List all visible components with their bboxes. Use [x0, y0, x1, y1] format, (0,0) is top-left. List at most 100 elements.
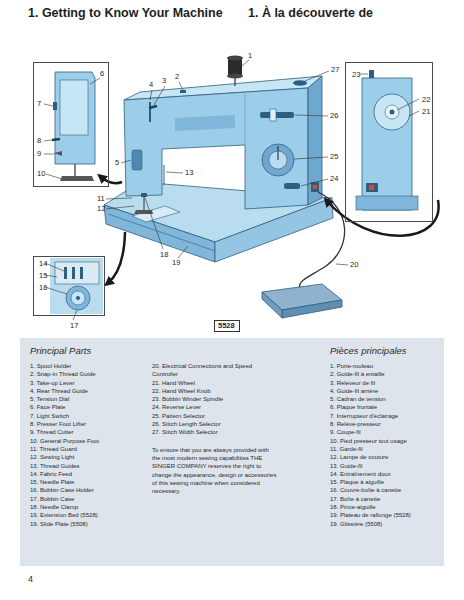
pattern-dial	[262, 144, 294, 176]
leader-line	[121, 160, 131, 163]
label-holder: 2. Guide-fil à entaille	[330, 370, 440, 378]
title-anchor: 1. Getting to Know Your Machine	[28, 6, 223, 21]
callout-number: 12	[97, 205, 105, 213]
part-list-item: 2. Guide-fil à entaille	[330, 370, 440, 378]
label-holder: 3. Releveur de fil	[330, 379, 440, 387]
callout-number: 3	[162, 77, 166, 85]
part-list-item: 19. Extension Bed (5528)	[30, 511, 148, 519]
part-list-item: 19. Slide Plate (5508)	[30, 520, 148, 528]
label-holder: 10. General Purpose Foot	[30, 437, 148, 445]
label-holder: 17. Boîte à canette	[330, 495, 440, 503]
label-holder: 23. Bobbin Winder Spindle	[152, 395, 277, 403]
callout-number: 19	[172, 259, 180, 267]
needle	[144, 196, 145, 211]
callout-number: 24	[330, 175, 338, 183]
label-holder: To ensure that you are always provided w…	[152, 446, 277, 496]
power-socket	[366, 183, 378, 192]
label-holder: 15. Needle Plate	[30, 478, 148, 486]
label-holder: 19. Extension Bed (5528)	[30, 511, 148, 519]
thread-guide	[164, 165, 165, 185]
leader-line	[409, 111, 419, 116]
label-holder: 6. Face Plate	[30, 403, 148, 411]
leader-lines	[44, 78, 100, 179]
leader-line	[154, 86, 165, 105]
part-list-item: 26. Stitch Length Selector	[152, 420, 277, 428]
label-holder: Pièces principales	[330, 345, 407, 356]
part-list-item: 24. Reverse Lever	[152, 403, 277, 411]
part-list-item: 1. Porte-rouleau	[330, 362, 440, 370]
callout-number: 2	[175, 73, 179, 81]
text-holder: 17	[70, 322, 78, 330]
inset-frame: 14151617	[33, 256, 105, 316]
part-list-item: 7. Light Switch	[30, 412, 148, 420]
label-holder: 3. Take-up Lever	[30, 379, 148, 387]
note-text: To ensure that you are always provided w…	[152, 446, 277, 496]
knob-center	[390, 110, 395, 115]
callout-number: 1	[248, 52, 252, 60]
text-holder: 8	[37, 137, 41, 145]
label-holder: 18. Needle Clamp	[30, 503, 148, 511]
text-holder: 15	[39, 272, 47, 280]
bed-side	[215, 198, 333, 262]
part-list-item: 19. Plateau de rallonge (5528)	[330, 511, 440, 519]
part-list-item: 25. Pattern Selector	[152, 412, 277, 420]
label-holder: 8. Presser Foot Lifter	[30, 420, 148, 428]
part-list-item: 2. Snap-in Thread Guide	[30, 370, 148, 378]
label-holder: 13. Thread Guides	[30, 462, 148, 470]
part-list-item: 9. Thread Cutter	[30, 428, 148, 436]
leader-line	[178, 246, 188, 258]
dial-pointer	[277, 146, 278, 160]
bobbin-winder	[369, 70, 374, 78]
label-holder: 13	[185, 169, 193, 177]
part-list-item: 4. Guide-fil arrière	[330, 387, 440, 395]
label-holder: 25. Pattern Selector	[152, 412, 277, 420]
leader-line	[360, 74, 368, 75]
width-knob	[293, 80, 307, 86]
label-holder: 4. Rear Thread Guide	[30, 387, 148, 395]
leader-line	[305, 71, 329, 81]
head-side-view	[55, 72, 95, 164]
view-arrow	[327, 200, 439, 236]
part-list-item: 12. Lampe de couture	[330, 453, 440, 461]
leader-lines	[360, 74, 419, 116]
label-holder: 24. Reverse Lever	[152, 403, 277, 411]
leader-line	[73, 310, 77, 320]
callout-number: 6	[100, 70, 104, 78]
label-holder: 11. Thread Guard	[30, 445, 148, 453]
part-list-item: 9. Coupe-fil	[330, 428, 440, 436]
callout-number: 17	[70, 322, 78, 330]
length-knob	[270, 109, 276, 121]
hand-wheel	[374, 94, 410, 130]
label-holder: 12. Sewing Light	[30, 453, 148, 461]
reverse-lever	[284, 183, 300, 189]
part-list-item: 23. Bobbin Winder Spindle	[152, 395, 277, 403]
leader-line	[166, 172, 183, 173]
feed-dog	[64, 267, 67, 279]
view-arrow	[101, 177, 122, 183]
label-holder: 20. Electrical Connections and Speed Con…	[152, 362, 277, 379]
model-number-box: 5528	[214, 320, 240, 332]
callout-number: 5	[115, 159, 119, 167]
callout-number: 16	[39, 284, 47, 292]
inset-frame: 232221	[345, 62, 433, 222]
page-title: 1. Getting to Know Your Machine	[28, 6, 223, 21]
part-list-item: 11. Garde-fil	[330, 445, 440, 453]
label-holder: 14. Entraînement doux	[330, 470, 440, 478]
leader-line	[242, 60, 249, 66]
label-holder: 1. Porte-rouleau	[330, 362, 440, 370]
leader-line	[45, 287, 67, 294]
presser-foot	[60, 176, 94, 181]
part-list-item: 6. Plaque frontale	[330, 403, 440, 411]
feed-dog	[72, 267, 75, 279]
light-switch	[53, 102, 57, 110]
text-holder: 16	[39, 284, 47, 292]
callout-number: 25	[330, 153, 338, 161]
label-holder: 14. Fabric Feed	[30, 470, 148, 478]
label-holder: 16. Bobbin Case Holder	[30, 486, 148, 494]
machine-side-view	[362, 78, 412, 210]
label-holder: 22. Hand Wheel Knob	[152, 387, 277, 395]
part-list-item: 7. Interrupteur d'éclairage	[330, 412, 440, 420]
label-holder: 8. Relève-presseur	[330, 420, 440, 428]
list-heading: Principal Parts	[30, 345, 91, 356]
part-list-item: 3. Take-up Lever	[30, 379, 148, 387]
